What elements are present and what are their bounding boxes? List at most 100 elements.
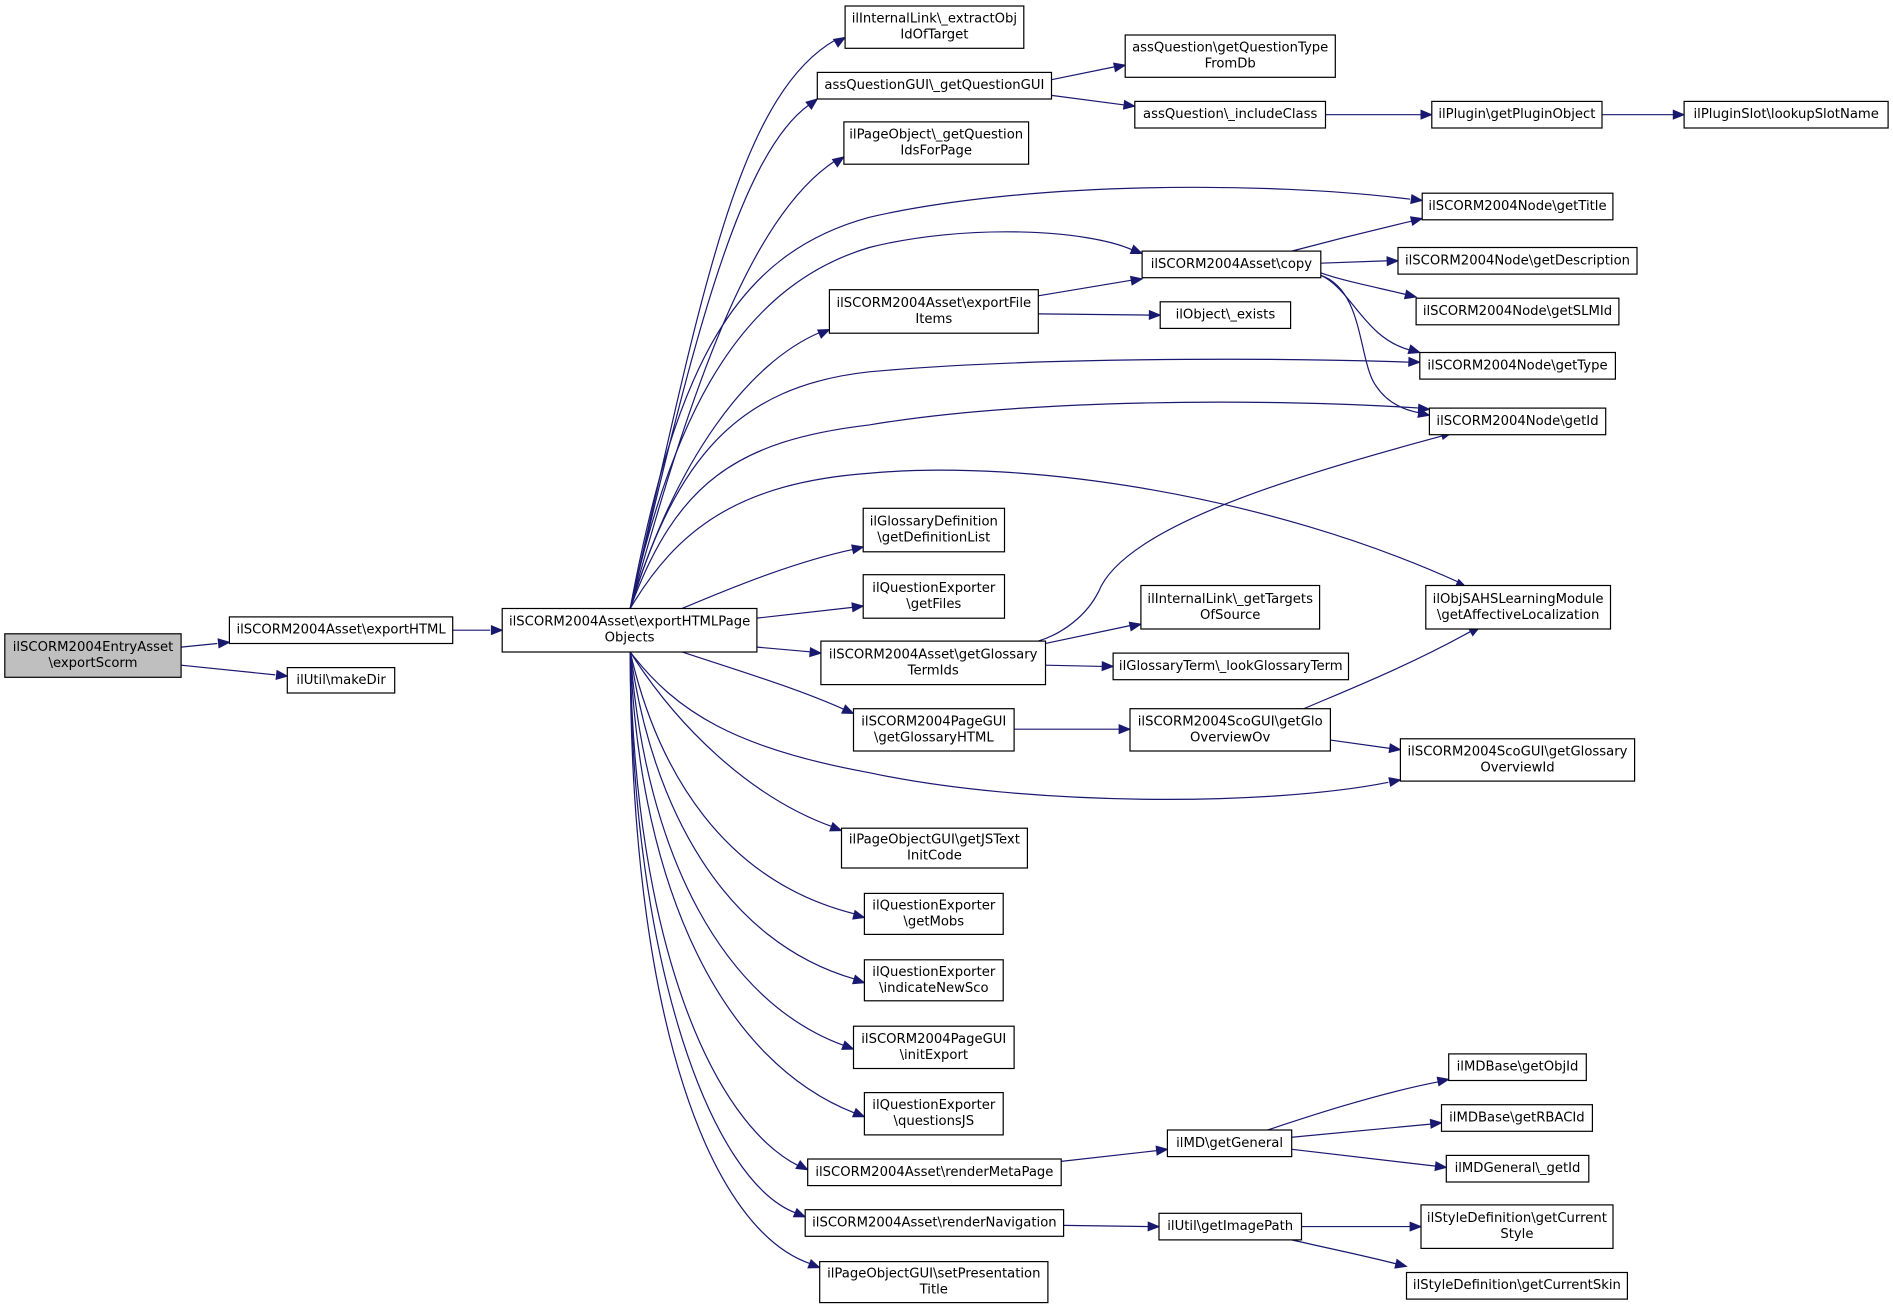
- node-assquestion-_includeclass[interactable]: assQuestion\_includeClass: [1134, 100, 1327, 129]
- node-label-line: ilMDBase\getRBACId: [1449, 1110, 1585, 1125]
- edge-line: [630, 187, 1410, 608]
- node-ilquestionexporter-getmobs[interactable]: ilQuestionExporter\getMobs: [863, 892, 1004, 936]
- edge-ilscorm2004asset-exporthtmlpageobjects-to-ilglossarydefinition-getdefinitionlist: [682, 544, 865, 608]
- node-ilquestionexporter-getfiles[interactable]: ilQuestionExporter\getFiles: [862, 574, 1006, 619]
- arrowhead-icon: [1408, 356, 1422, 367]
- node-ilscorm2004asset-copy[interactable]: ilSCORM2004Asset\copy: [1141, 250, 1322, 279]
- arrowhead-icon: [490, 625, 504, 636]
- edge-assquestion-_includeclass-to-ilplugin-getpluginobject: [1326, 109, 1434, 120]
- node-assquestiongui-_getquestiongui[interactable]: assQuestionGUI\_getQuestionGUI: [816, 71, 1053, 100]
- edge-line: [757, 647, 811, 652]
- node-label-line: ilSCORM2004Node\getSLMId: [1423, 304, 1612, 319]
- node-ilglossaryterm-_lookglossaryterm[interactable]: ilGlossaryTerm\_lookGlossaryTerm: [1112, 652, 1350, 681]
- node-label-line: \questionsJS: [894, 1114, 975, 1129]
- node-ilscorm2004entryasset-exportscorm[interactable]: ilSCORM2004EntryAsset\exportScorm: [4, 633, 182, 678]
- node-label-line: ilQuestionExporter: [872, 1098, 996, 1113]
- node-ilglossarydefinition-getdefinitionlist[interactable]: ilGlossaryDefinition\getDefinitionList: [862, 507, 1006, 553]
- node-box: [1397, 246, 1638, 275]
- edge-line: [1292, 1124, 1432, 1137]
- edge-line: [181, 643, 217, 647]
- node-ilscorm2004pagegui-getglossaryhtml[interactable]: ilSCORM2004PageGUI\getGlossaryHTML: [852, 708, 1015, 752]
- node-label-line: ilQuestionExporter: [872, 898, 996, 913]
- edge-line: [1292, 1149, 1437, 1166]
- node-ilscorm2004node-getdescription[interactable]: ilSCORM2004Node\getDescription: [1397, 246, 1638, 275]
- node-ilmdbase-getrbacid[interactable]: ilMDBase\getRBACId: [1440, 1104, 1593, 1132]
- arrowhead-icon: [852, 974, 866, 985]
- edge-ilscorm2004asset-exporthtmlpageobjects-to-assquestiongui-_getquestiongui: [630, 98, 819, 608]
- edge-ilscorm2004asset-exporthtmlpageobjects-to-ilquestionexporter-getmobs: [630, 652, 866, 920]
- edge-ilscorm2004asset-exporthtmlpageobjects-to-ilscorm2004scogui-getglossaryoverviewid: [630, 652, 1402, 799]
- node-ilscorm2004asset-rendernavigation[interactable]: ilSCORM2004Asset\renderNavigation: [804, 1209, 1065, 1237]
- edge-ilscorm2004asset-exporthtml-to-ilscorm2004asset-exporthtmlpageobjects: [453, 625, 504, 636]
- arrowhead-icon: [1417, 407, 1431, 418]
- arrowhead-icon: [816, 329, 831, 339]
- edge-ilscorm2004asset-rendermetapage-to-ilmd-getgeneral: [1061, 1145, 1169, 1161]
- arrowhead-icon: [1155, 1145, 1169, 1156]
- node-ilstyledefinition-getcurrentskin[interactable]: ilStyleDefinition\getCurrentSkin: [1405, 1271, 1628, 1300]
- node-ilquestionexporter-questionsjs[interactable]: ilQuestionExporter\questionsJS: [863, 1091, 1004, 1136]
- node-box: [862, 574, 1006, 619]
- node-label-line: FromDb: [1205, 57, 1256, 72]
- node-ilutil-getimagepath[interactable]: ilUtil\getImagePath: [1158, 1212, 1303, 1241]
- node-box: [1159, 301, 1292, 329]
- node-ilmdgeneral-_getid[interactable]: ilMDGeneral\_getId: [1445, 1154, 1590, 1183]
- node-ilscorm2004node-gettitle[interactable]: ilSCORM2004Node\getTitle: [1421, 192, 1614, 221]
- edge-ilutil-getimagepath-to-ilstyledefinition-getcurrentskin: [1292, 1240, 1408, 1269]
- edge-ilutil-getimagepath-to-ilstyledefinition-getcurrentstyle: [1301, 1221, 1423, 1232]
- node-ilscorm2004asset-exporthtml[interactable]: ilSCORM2004Asset\exportHTML: [228, 616, 454, 645]
- arrowhead-icon: [217, 638, 231, 649]
- arrowhead-icon: [1436, 1076, 1451, 1087]
- node-ilobject-_exists[interactable]: ilObject\_exists: [1159, 301, 1292, 329]
- node-ilplugin-getpluginobject[interactable]: ilPlugin\getPluginObject: [1431, 100, 1603, 129]
- function-nodes: ilSCORM2004EntryAsset\exportScorm ilSCORM…: [4, 5, 1889, 1304]
- node-label-line: ilInternalLink\_extractObj: [852, 12, 1017, 27]
- arrowhead-icon: [1113, 62, 1127, 73]
- edge-ilscorm2004asset-copy-to-ilscorm2004node-gettype: [1321, 275, 1422, 354]
- node-ilscorm2004node-getid[interactable]: ilSCORM2004Node\getId: [1428, 407, 1607, 436]
- arrowhead-icon: [275, 669, 289, 680]
- arrowhead-icon: [1409, 1221, 1423, 1232]
- node-ilscorm2004pagegui-initexport[interactable]: ilSCORM2004PageGUI\initExport: [852, 1025, 1015, 1070]
- node-label-line: ilSCORM2004PageGUI: [861, 1032, 1006, 1047]
- edge-line: [630, 402, 1420, 608]
- node-box: [852, 708, 1015, 752]
- arrowhead-icon: [809, 647, 823, 658]
- node-ilmdbase-getobjid[interactable]: ilMDBase\getObjId: [1448, 1053, 1587, 1082]
- node-ilscorm2004node-getslmid[interactable]: ilSCORM2004Node\getSLMId: [1415, 297, 1620, 326]
- node-label-line: ilObjSAHSLearningModule: [1433, 592, 1604, 607]
- node-label-line: \getDefinitionList: [877, 531, 990, 546]
- node-ilquestionexporter-indicatenewsco[interactable]: ilQuestionExporter\indicateNewSco: [863, 959, 1004, 1002]
- arrowhead-icon: [1128, 621, 1143, 632]
- node-ilmd-getgeneral[interactable]: ilMD\getGeneral: [1166, 1129, 1293, 1158]
- edge-line: [630, 652, 833, 827]
- arrowhead-icon: [852, 909, 866, 920]
- edge-ilscorm2004asset-exporthtmlpageobjects-to-ilscorm2004asset-getglossarytermids: [757, 647, 823, 658]
- arrowhead-icon: [1101, 661, 1115, 672]
- node-ilpluginslot-lookupslotname[interactable]: ilPluginSlot\lookupSlotName: [1683, 100, 1889, 129]
- node-label-line: ilSCORM2004ScoGUI\getGlossary: [1408, 745, 1628, 760]
- node-ilscorm2004node-gettype[interactable]: ilSCORM2004Node\getType: [1419, 351, 1617, 380]
- edge-line: [1304, 630, 1473, 708]
- arrowhead-icon: [1129, 244, 1144, 254]
- node-label-line: assQuestionGUI\_getQuestionGUI: [824, 78, 1044, 93]
- node-ilobjsahslearningmodule-getaffectivelocalization[interactable]: ilObjSAHSLearningModule\getAffectiveLoca…: [1425, 584, 1612, 630]
- edge-ilscorm2004asset-exportfileitems-to-ilobject-_exists: [1038, 309, 1162, 321]
- node-ilscorm2004asset-rendermetapage[interactable]: ilSCORM2004Asset\renderMetaPage: [807, 1158, 1062, 1187]
- node-label-line: ilSCORM2004PageGUI: [861, 714, 1006, 729]
- node-ilutil-makedir[interactable]: ilUtil\makeDir: [286, 666, 396, 694]
- edge-ilscorm2004asset-exporthtmlpageobjects-to-ilscorm2004asset-exportfileitems: [630, 329, 831, 609]
- arrowhead-icon: [807, 1258, 821, 1269]
